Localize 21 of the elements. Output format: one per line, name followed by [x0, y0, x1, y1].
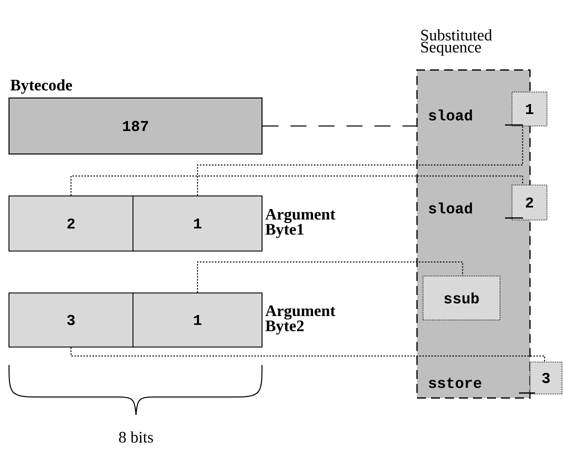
operand-box: 2	[512, 184, 548, 220]
row-heading: Argument Byte1	[265, 208, 336, 238]
row-heading: Argument Byte2	[265, 305, 336, 335]
byte-cell: 2	[8, 196, 134, 252]
byte-cell: 3	[8, 292, 134, 348]
connector-line	[197, 262, 464, 294]
byte-cell: 1	[132, 292, 262, 348]
instruction-text: sload	[428, 110, 472, 120]
operand-box: ssub	[422, 276, 500, 320]
box-heading: Bytecode	[10, 79, 72, 94]
operand-box: 3	[530, 362, 562, 394]
instruction-text: sload	[428, 202, 472, 214]
byte-cell: 1	[132, 196, 262, 252]
connector-line	[70, 176, 524, 196]
bytecode-box: 187	[8, 98, 262, 154]
connector-line	[197, 126, 524, 196]
instruction-text: sstore	[428, 378, 482, 388]
size-label: 8 bits	[119, 431, 153, 443]
column-heading: Substituted Sequence	[421, 29, 492, 56]
operand-box: 1	[512, 92, 548, 126]
connector-line	[70, 346, 546, 362]
